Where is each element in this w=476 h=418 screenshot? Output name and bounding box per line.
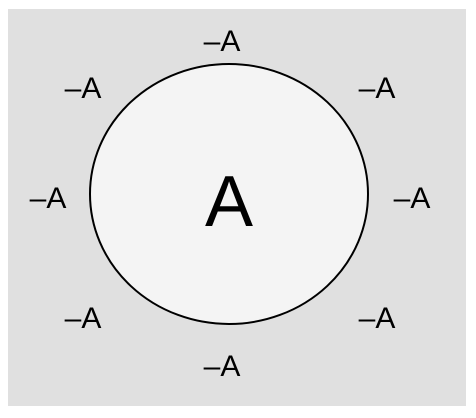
set-a-label: A bbox=[205, 162, 253, 242]
complement-label-left: –A bbox=[30, 182, 67, 215]
complement-label-bottom-right: –A bbox=[359, 302, 396, 335]
complement-label-top: –A bbox=[204, 25, 241, 58]
set-a-circle bbox=[89, 63, 369, 325]
complement-label-right: –A bbox=[394, 182, 431, 215]
complement-label-bottom-left: –A bbox=[65, 302, 102, 335]
complement-label-top-left: –A bbox=[65, 72, 102, 105]
complement-label-bottom: –A bbox=[204, 350, 241, 383]
complement-label-top-right: –A bbox=[359, 72, 396, 105]
